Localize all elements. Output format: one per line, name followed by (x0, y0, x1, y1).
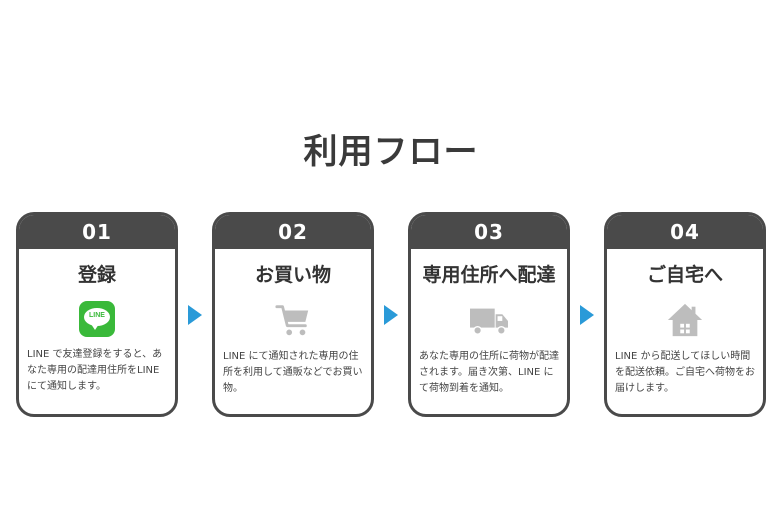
house-icon (667, 303, 703, 337)
step-description: LINE で友達登録をすると、あなた専用の配達用住所をLINE にて通知します。 (27, 349, 163, 392)
step-title: ご自宅へ (646, 264, 723, 286)
line-app-icon: LINE (79, 301, 115, 337)
step-description: LINE にて通知された専用の住所を利用して通販などでお買い物。 (223, 351, 363, 394)
step-number: 01 (19, 215, 175, 249)
step-number: 04 (607, 215, 763, 249)
step-card-01: 01 登録 LINE LINE で友達登録をすると、あなた専用の配達用住所をLI… (16, 212, 178, 417)
step-description: LINE から配送してほしい時間を配送依頼。ご自宅へ荷物をお届けします。 (615, 351, 755, 394)
step-description: あなた専用の住所に荷物が配達されます。届き次第、LINE にて荷物到着を通知。 (419, 351, 559, 394)
step-number: 03 (411, 215, 567, 249)
step-title: 登録 (77, 264, 116, 286)
step-card-02: 02 お買い物 LINE にて通知された専用の住所を利用して通販などでお買い物。 (212, 212, 374, 417)
delivery-truck-icon (470, 308, 508, 335)
arrow-right-icon (384, 305, 398, 325)
step-title: 専用住所へ配達 (422, 264, 556, 286)
step-card-03: 03 専用住所へ配達 あなた専用の住所に荷物が配達されます。届き次第、LINE … (408, 212, 570, 417)
step-card-04: 04 ご自宅へ LINE から配送してほしい時間を配送依頼。ご自宅へ荷物をお届け… (604, 212, 766, 417)
step-title: お買い物 (254, 264, 331, 286)
arrow-right-icon (188, 305, 202, 325)
line-icon-text: LINE (89, 312, 105, 319)
arrow-right-icon (580, 305, 594, 325)
step-number: 02 (215, 215, 371, 249)
shopping-cart-icon (275, 305, 309, 336)
page-title: 利用フロー (303, 132, 479, 172)
